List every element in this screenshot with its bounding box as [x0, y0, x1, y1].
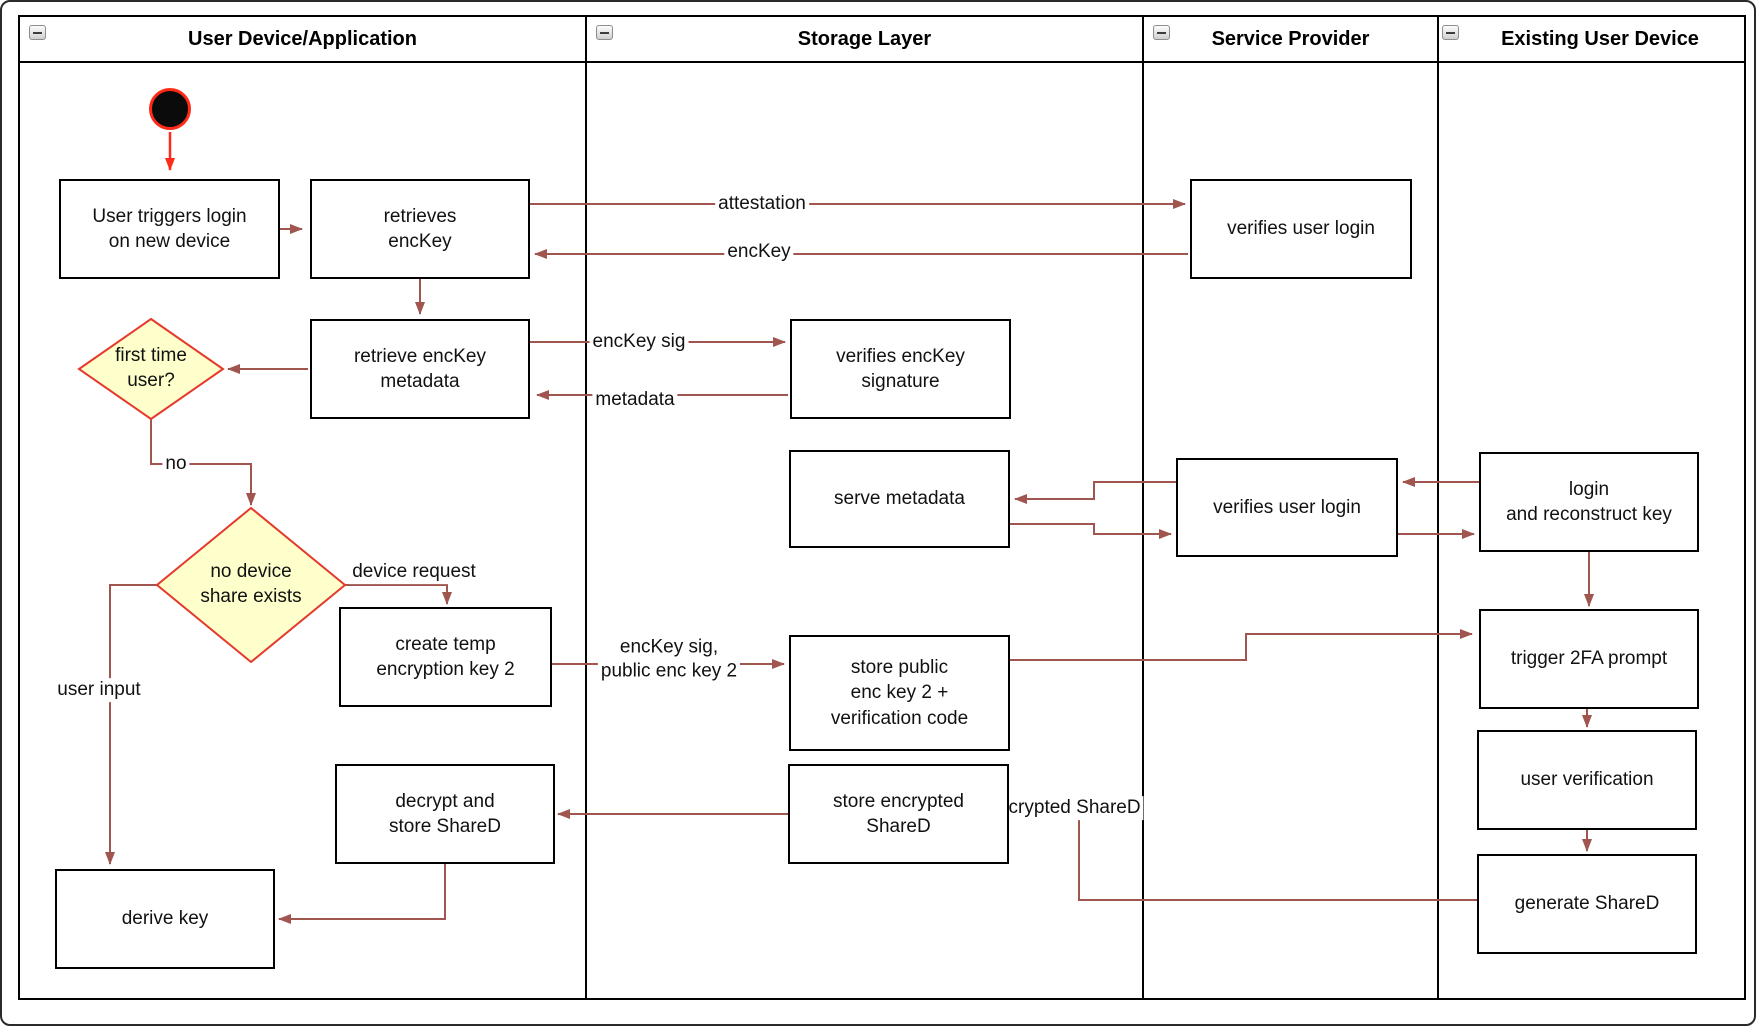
- edge-device-request[interactable]: [345, 584, 452, 605]
- edge-no-branch[interactable]: [150, 419, 256, 506]
- collapse-icon-service-provider[interactable]: [1153, 25, 1170, 40]
- edge-serve-metadata-to-verifies-login2[interactable]: [1010, 523, 1172, 539]
- edge-label-no: no: [162, 452, 190, 476]
- lane-divider-3: [1437, 15, 1439, 1000]
- node-serve-metadata[interactable]: serve metadata: [789, 450, 1010, 548]
- start-node[interactable]: [149, 88, 191, 130]
- node-store-encrypted-shared[interactable]: store encrypted ShareD: [788, 764, 1009, 864]
- lane-header-storage-layer[interactable]: Storage Layer: [587, 17, 1142, 61]
- lane-title-storage-layer: Storage Layer: [797, 27, 932, 50]
- lane-header-user-device[interactable]: User Device/Application: [20, 17, 585, 61]
- edge-label-enckey: encKey: [724, 240, 794, 264]
- edge-label-attestation: attestation: [715, 192, 809, 216]
- lane-title-service-provider: Service Provider: [1211, 27, 1370, 50]
- node-verifies-enckey-signature[interactable]: verifies encKey signature: [790, 319, 1011, 419]
- node-generate-shared[interactable]: generate ShareD: [1477, 854, 1697, 954]
- lane-divider-1: [585, 15, 587, 1000]
- lane-header-existing-user-device[interactable]: Existing User Device: [1454, 17, 1746, 61]
- edge-verifies-login2-to-serve-metadata[interactable]: [1014, 481, 1176, 504]
- lane-title-user-device: User Device/Application: [188, 27, 417, 50]
- edge-user-input[interactable]: [105, 584, 157, 865]
- node-verifies-user-login-2[interactable]: verifies user login: [1176, 458, 1398, 557]
- lane-divider-2: [1142, 15, 1144, 1000]
- decision-label-first-time-user: first time user?: [115, 345, 187, 391]
- edge-store-public-to-trigger-2fa[interactable]: [1010, 629, 1473, 661]
- minus-glyph: [1446, 31, 1455, 34]
- node-user-verification[interactable]: user verification: [1477, 730, 1697, 830]
- node-retrieves-enckey[interactable]: retrieves encKey: [310, 179, 530, 279]
- decision-no-device-share-exists[interactable]: [155, 506, 347, 664]
- decision-label-no-device-share: no device share exists: [200, 561, 302, 607]
- node-verifies-user-login-1[interactable]: verifies user login: [1190, 179, 1412, 279]
- collapse-icon-existing-user-device[interactable]: [1442, 25, 1459, 40]
- lane-header-service-provider[interactable]: Service Provider: [1144, 17, 1437, 61]
- minus-glyph: [33, 31, 42, 34]
- minus-glyph: [1157, 31, 1166, 34]
- edge-label-metadata: metadata: [592, 388, 678, 412]
- node-login-reconstruct-key[interactable]: login and reconstruct key: [1479, 452, 1699, 552]
- lane-title-existing-user-device: Existing User Device: [1501, 27, 1699, 50]
- node-retrieve-enckey-metadata[interactable]: retrieve encKey metadata: [310, 319, 530, 419]
- edge-generate-shared-to-store-encrypted[interactable]: [1013, 809, 1477, 901]
- lane-header-separator: [18, 61, 1746, 63]
- edge-label-user-input: user input: [54, 678, 144, 702]
- node-decrypt-store-shared[interactable]: decrypt and store ShareD: [335, 764, 555, 864]
- edge-label-enckey-sig: encKey sig: [589, 330, 689, 354]
- node-create-temp-key2[interactable]: create temp encryption key 2: [339, 607, 552, 707]
- collapse-icon-user-device[interactable]: [29, 25, 46, 40]
- edge-decrypt-to-derive-key[interactable]: [278, 864, 446, 924]
- node-trigger-2fa[interactable]: trigger 2FA prompt: [1479, 609, 1699, 709]
- node-derive-key[interactable]: derive key: [55, 869, 275, 969]
- node-user-triggers-login[interactable]: User triggers login on new device: [59, 179, 280, 279]
- node-store-public-key2[interactable]: store public enc key 2 + verification co…: [789, 635, 1010, 751]
- edge-label-enckey-sig-public: encKey sig, public enc key 2: [597, 635, 741, 683]
- decision-first-time-user[interactable]: [77, 317, 225, 421]
- collapse-icon-storage-layer[interactable]: [596, 25, 613, 40]
- minus-glyph: [600, 31, 609, 34]
- edge-label-device-request: device request: [349, 560, 479, 584]
